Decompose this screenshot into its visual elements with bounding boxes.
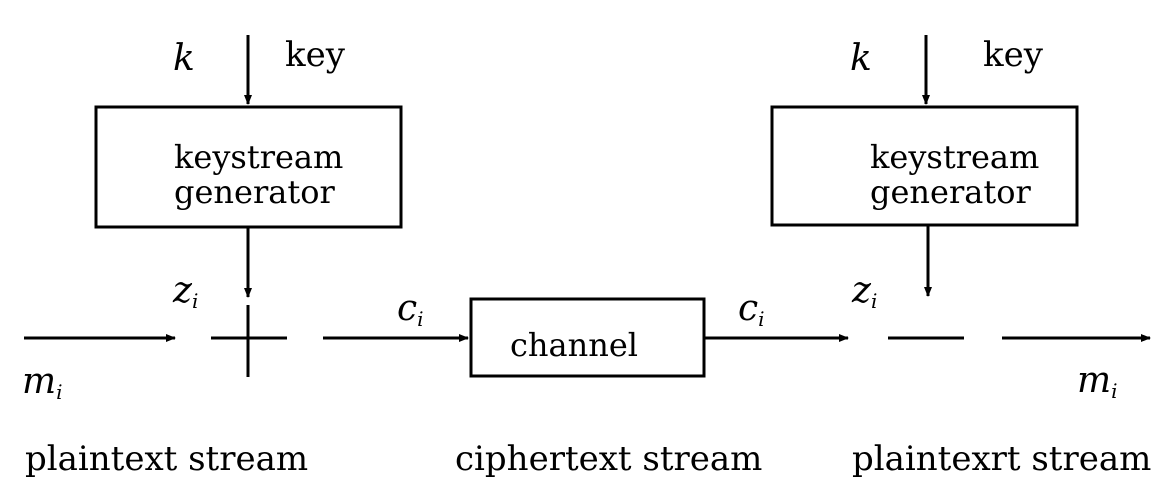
decrypt-key-symbol: k (850, 38, 872, 79)
decrypt-generator-line2: generator (870, 173, 1031, 211)
decrypt-key-label: key (983, 35, 1044, 75)
decrypt-keystream-symbol: zi (851, 270, 877, 313)
decrypt-generator-line1: keystream (870, 138, 1039, 176)
encrypt-key-symbol: k (173, 38, 195, 79)
decrypt-section: k key keystream generator zi mi plaintex… (770, 35, 1151, 479)
ciphertext-out-symbol: ci (738, 288, 765, 331)
decrypt-keystream-generator-box (770, 105, 1079, 227)
channel-section: ci channel ci ciphertext stream (323, 288, 849, 479)
encrypt-key-label: key (285, 35, 346, 75)
ciphertext-in-symbol: ci (397, 288, 424, 331)
plaintext-output-symbol: mi (1077, 360, 1118, 403)
channel-label: channel (510, 326, 638, 364)
encrypt-generator-line1: keystream (174, 138, 343, 176)
encrypt-generator-line2: generator (174, 173, 335, 211)
plaintext-stream-label: plaintext stream (25, 439, 308, 479)
encrypt-keystream-symbol: zi (172, 270, 198, 313)
plaintext-output-stream-label: plaintexrt stream (852, 439, 1151, 479)
encrypt-section: k key keystream generator zi mi plaintex… (22, 35, 403, 479)
plaintext-input-symbol: mi (22, 361, 63, 404)
ciphertext-stream-label: ciphertext stream (455, 439, 762, 479)
